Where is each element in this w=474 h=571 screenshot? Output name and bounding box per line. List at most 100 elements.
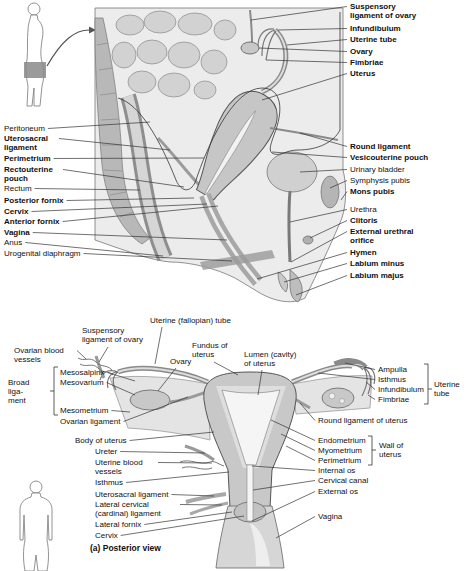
part-label: Labium majus <box>350 271 404 280</box>
leader-line <box>33 233 227 241</box>
suspensory-band <box>250 10 252 42</box>
part-label: Cervical canal <box>318 476 368 485</box>
part-label: Lateral cervical (cardinal) ligament <box>95 500 177 518</box>
figure-head <box>28 3 40 15</box>
figure-body <box>20 493 52 571</box>
labium-minus-shape <box>278 272 288 292</box>
figure-caption: (a) Posterior view <box>90 543 161 553</box>
uterus-lumen <box>204 109 258 194</box>
part-label: External urethral orifice <box>350 227 422 245</box>
broad-ligament-right <box>292 376 372 414</box>
uterosacral-band <box>158 138 200 186</box>
part-label: Urogenital diaphragm <box>4 249 81 258</box>
group-label: Wall of uterus <box>379 441 415 459</box>
right-tube-wall <box>292 366 352 382</box>
part-label: Urinary bladder <box>350 165 405 174</box>
leader-line <box>77 351 86 360</box>
leader-line <box>366 382 375 390</box>
part-label: Infundibulum <box>350 24 401 33</box>
leader-line <box>155 327 162 364</box>
region-box <box>24 62 46 78</box>
vaginal-lumen <box>250 524 270 566</box>
right-fimbriae <box>362 368 375 396</box>
vagina-wall <box>205 195 258 282</box>
part-label: Cervix <box>4 207 28 216</box>
part-label: Labium minus <box>350 259 404 268</box>
follicle <box>340 399 345 404</box>
endometrium-layer <box>216 386 286 468</box>
leader-line <box>84 254 233 262</box>
pubic-bone <box>321 176 339 208</box>
group-bracket <box>50 367 58 415</box>
right-ovary <box>322 388 354 408</box>
group-label: Broad liga- ment <box>8 378 38 405</box>
leader-line <box>272 152 347 158</box>
part-label: Round ligament <box>350 142 410 151</box>
part-label: Isthmus <box>95 478 123 487</box>
part-label: Uterine blood vessels <box>95 458 155 476</box>
peritoneum-line <box>118 12 340 190</box>
leader-line <box>67 198 194 201</box>
bladder <box>267 152 317 192</box>
leader-line <box>300 403 315 421</box>
leader-line <box>330 181 347 189</box>
part-label: Symphysis pubis <box>350 176 410 185</box>
part-label: Ovarian ligament <box>60 417 120 426</box>
part-label: Uterine tube <box>350 35 397 44</box>
part-label: Lateral fornix <box>95 520 141 529</box>
leader-line <box>126 472 229 483</box>
broad-ligament-left <box>110 376 210 440</box>
group-label: Uterine tube <box>434 380 470 398</box>
leader-line <box>341 192 347 201</box>
part-label: Mesosalpinx <box>60 368 104 377</box>
leader-line <box>345 363 375 370</box>
part-label: Vagina <box>318 512 342 521</box>
leader-line <box>266 60 347 63</box>
figure-head <box>30 481 42 493</box>
labium-majus-shape <box>290 270 302 302</box>
part-label: Infundibulum <box>378 385 424 394</box>
intestine-loop <box>144 11 176 33</box>
part-label: Urethra <box>350 205 377 214</box>
tube-wall <box>262 30 286 92</box>
leader-line <box>251 7 347 21</box>
leader-line <box>290 210 347 223</box>
intestine-loop <box>178 13 212 35</box>
part-label: Ovary <box>170 357 191 366</box>
part-label: Anus <box>4 238 22 247</box>
leader-line <box>180 504 222 506</box>
leader-line <box>252 466 315 471</box>
part-label: Clitoris <box>350 216 378 225</box>
leader-line <box>107 383 135 396</box>
group-bracket <box>368 436 376 465</box>
leader-line <box>171 495 214 497</box>
vagina-lumen <box>205 195 258 282</box>
part-label: Vesicouterine pouch <box>350 153 428 162</box>
right-tube-lumen <box>292 365 364 382</box>
figure-body <box>26 15 44 106</box>
leader-line <box>111 411 130 413</box>
part-label: Ampulla <box>378 365 407 374</box>
leader-line <box>262 74 347 101</box>
part-label: Peritoneum <box>4 124 45 133</box>
leader-line <box>318 373 375 380</box>
leader-line <box>158 462 212 464</box>
intestine-loop <box>201 50 227 74</box>
part-label: Body of uterus <box>75 436 127 445</box>
leader-line <box>130 432 214 441</box>
tube-lumen <box>262 30 286 92</box>
part-label: Fimbriae <box>350 58 383 67</box>
leader-line <box>278 29 347 31</box>
leader-line <box>291 232 347 263</box>
leader-line <box>276 517 315 539</box>
leader-line <box>31 204 207 212</box>
rectum-wall <box>128 96 165 258</box>
leader-line <box>63 206 218 222</box>
part-label: Internal os <box>318 466 355 475</box>
part-label: Round ligament of uterus <box>318 416 407 425</box>
part-label: Uterosacral ligament <box>4 134 56 152</box>
part-label: Anterior fornix <box>4 217 60 226</box>
